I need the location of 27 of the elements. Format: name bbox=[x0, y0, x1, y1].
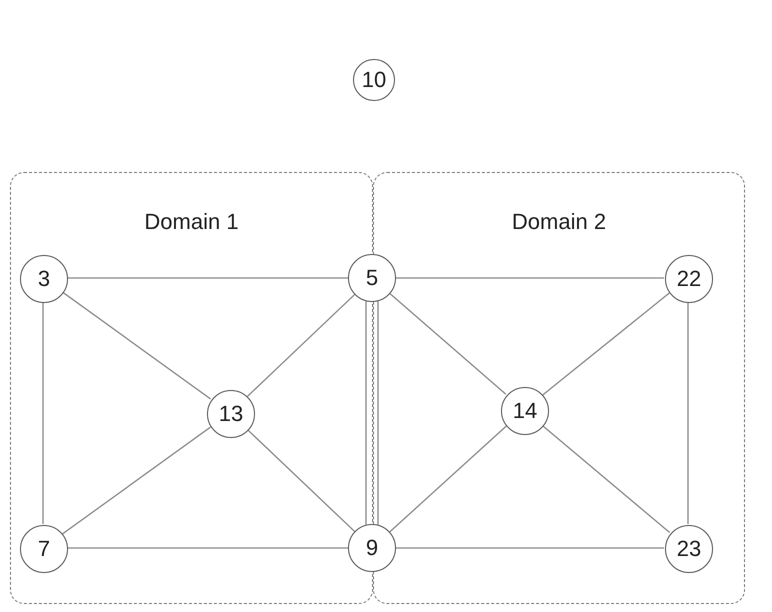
link-line bbox=[67, 277, 348, 279]
link-line bbox=[246, 429, 356, 532]
node-circle: 9 bbox=[348, 524, 396, 572]
link-line bbox=[542, 292, 670, 396]
node-circle: 3 bbox=[20, 255, 68, 303]
node-circle: 13 bbox=[207, 390, 255, 438]
node-circle: 7 bbox=[20, 525, 68, 573]
link-line bbox=[365, 301, 367, 525]
link-line bbox=[396, 277, 664, 279]
link-line bbox=[67, 547, 348, 549]
link-line bbox=[377, 301, 379, 525]
link-line bbox=[687, 302, 689, 524]
link-line bbox=[62, 292, 211, 400]
link-line bbox=[42, 302, 44, 524]
link-line bbox=[390, 293, 506, 395]
node-circle: 14 bbox=[501, 387, 549, 435]
node-circle: 22 bbox=[665, 255, 713, 303]
link-line bbox=[542, 424, 670, 534]
link-line bbox=[389, 426, 507, 532]
link-line bbox=[246, 294, 356, 397]
domain-label: Domain 2 bbox=[510, 209, 608, 235]
node-circle: 10 bbox=[353, 59, 395, 101]
domain-label: Domain 1 bbox=[143, 209, 240, 235]
link-line bbox=[62, 426, 211, 534]
link-line bbox=[396, 547, 664, 549]
node-circle: 5 bbox=[348, 254, 396, 302]
node-circle: 23 bbox=[665, 525, 713, 573]
